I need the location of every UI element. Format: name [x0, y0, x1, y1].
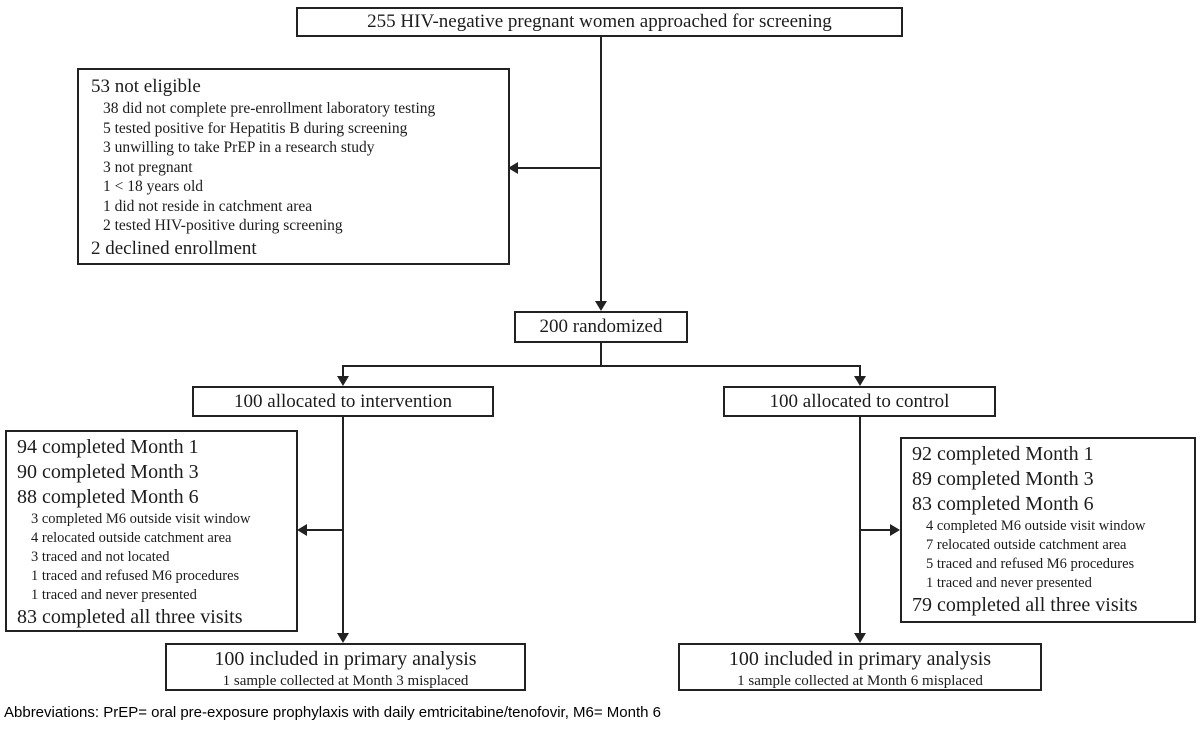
- detail-sub-line: 5 traced and refused M6 procedures: [926, 556, 1135, 572]
- not-eligible-reason: 3 unwilling to take PrEP in a research s…: [103, 139, 375, 156]
- detail-line: 83 completed all three visits: [17, 606, 243, 628]
- detail-line: 90 completed Month 3: [17, 461, 199, 483]
- arrowhead-into-control: [854, 376, 866, 386]
- control-allocation-box: 100 allocated to control: [723, 386, 996, 417]
- arrowhead-into-intervention-analysis: [337, 633, 349, 643]
- not-eligible-reason: 1 did not reside in catchment area: [103, 197, 313, 215]
- detail-sub-line: 3 completed M6 outside visit window: [31, 511, 251, 527]
- connector-randomized-stem: [600, 343, 602, 367]
- analysis-note-text: 1 sample collected at Month 3 misplaced: [222, 673, 469, 689]
- analysis-note-text: 1 sample collected at Month 6 misplaced: [737, 673, 983, 689]
- screening-box: 255 HIV-negative pregnant women approach…: [296, 7, 903, 37]
- detail-line: 89 completed Month 3: [912, 468, 1094, 490]
- connector-to-control-detail: [859, 529, 891, 531]
- detail-line: 83 completed Month 6: [912, 493, 1094, 515]
- arrowhead-into-intervention-detail: [297, 524, 307, 536]
- arrowhead-into-control-analysis: [854, 633, 866, 643]
- control-analysis-box: 100 included in primary analysis 1 sampl…: [678, 643, 1042, 691]
- arrowhead-into-intervention: [337, 376, 349, 386]
- detail-line: 79 completed all three visits: [912, 594, 1138, 616]
- screening-box-text: 255 HIV-negative pregnant women approach…: [367, 11, 832, 32]
- arrowhead-into-not-eligible: [508, 162, 518, 174]
- analysis-main-text: 100 included in primary analysis: [214, 648, 477, 670]
- intervention-allocation-text: 100 allocated to intervention: [234, 390, 452, 412]
- detail-sub-line: 7 relocated outside catchment area: [926, 537, 1127, 553]
- randomized-box: 200 randomized: [514, 311, 688, 343]
- detail-sub-line: 4 completed M6 outside visit window: [926, 518, 1146, 534]
- arrowhead-into-randomized: [595, 301, 607, 311]
- analysis-main-text: 100 included in primary analysis: [728, 648, 992, 670]
- not-eligible-reason: 38 did not complete pre-enrollment labor…: [103, 100, 436, 117]
- connector-control-to-analysis: [859, 417, 861, 634]
- intervention-detail-box: 94 completed Month 1 90 completed Month …: [5, 430, 298, 632]
- not-eligible-reason: 3 not pregnant: [103, 158, 193, 176]
- detail-sub-line: 1 traced and refused M6 procedures: [31, 568, 240, 584]
- detail-line: 88 completed Month 6: [17, 486, 199, 508]
- not-eligible-title: 53 not eligible: [91, 76, 201, 97]
- intervention-allocation-box: 100 allocated to intervention: [192, 386, 494, 417]
- not-eligible-box: 53 not eligible 38 did not complete pre-…: [77, 68, 510, 265]
- randomized-box-text: 200 randomized: [539, 316, 663, 337]
- intervention-analysis-box: 100 included in primary analysis 1 sampl…: [165, 643, 526, 691]
- arrowhead-into-control-detail: [890, 524, 900, 536]
- connector-screening-to-randomized: [600, 37, 602, 303]
- detail-sub-line: 1 traced and never presented: [31, 587, 197, 603]
- control-allocation-text: 100 allocated to control: [769, 390, 950, 412]
- not-eligible-reason: 1 < 18 years old: [103, 178, 204, 195]
- abbreviations-footnote: Abbreviations: PrEP= oral pre-exposure p…: [4, 704, 661, 721]
- connector-intervention-to-analysis: [342, 417, 344, 634]
- control-detail-box: 92 completed Month 1 89 completed Month …: [900, 437, 1196, 623]
- not-eligible-reason: 2 tested HIV-positive during screening: [103, 217, 343, 234]
- detail-sub-line: 1 traced and never presented: [926, 575, 1092, 591]
- connector-to-not-eligible: [517, 167, 601, 169]
- detail-sub-line: 3 traced and not located: [31, 549, 170, 565]
- connector-split-left-drop: [342, 365, 344, 378]
- connector-split-right-drop: [859, 365, 861, 378]
- connector-to-intervention-detail: [306, 529, 343, 531]
- connector-split-horizontal: [342, 365, 861, 367]
- declined-enrollment-line: 2 declined enrollment: [91, 237, 257, 259]
- not-eligible-reason: 5 tested positive for Hepatitis B during…: [103, 119, 408, 137]
- detail-line: 94 completed Month 1: [17, 436, 199, 458]
- detail-line: 92 completed Month 1: [912, 443, 1094, 465]
- detail-sub-line: 4 relocated outside catchment area: [31, 530, 232, 546]
